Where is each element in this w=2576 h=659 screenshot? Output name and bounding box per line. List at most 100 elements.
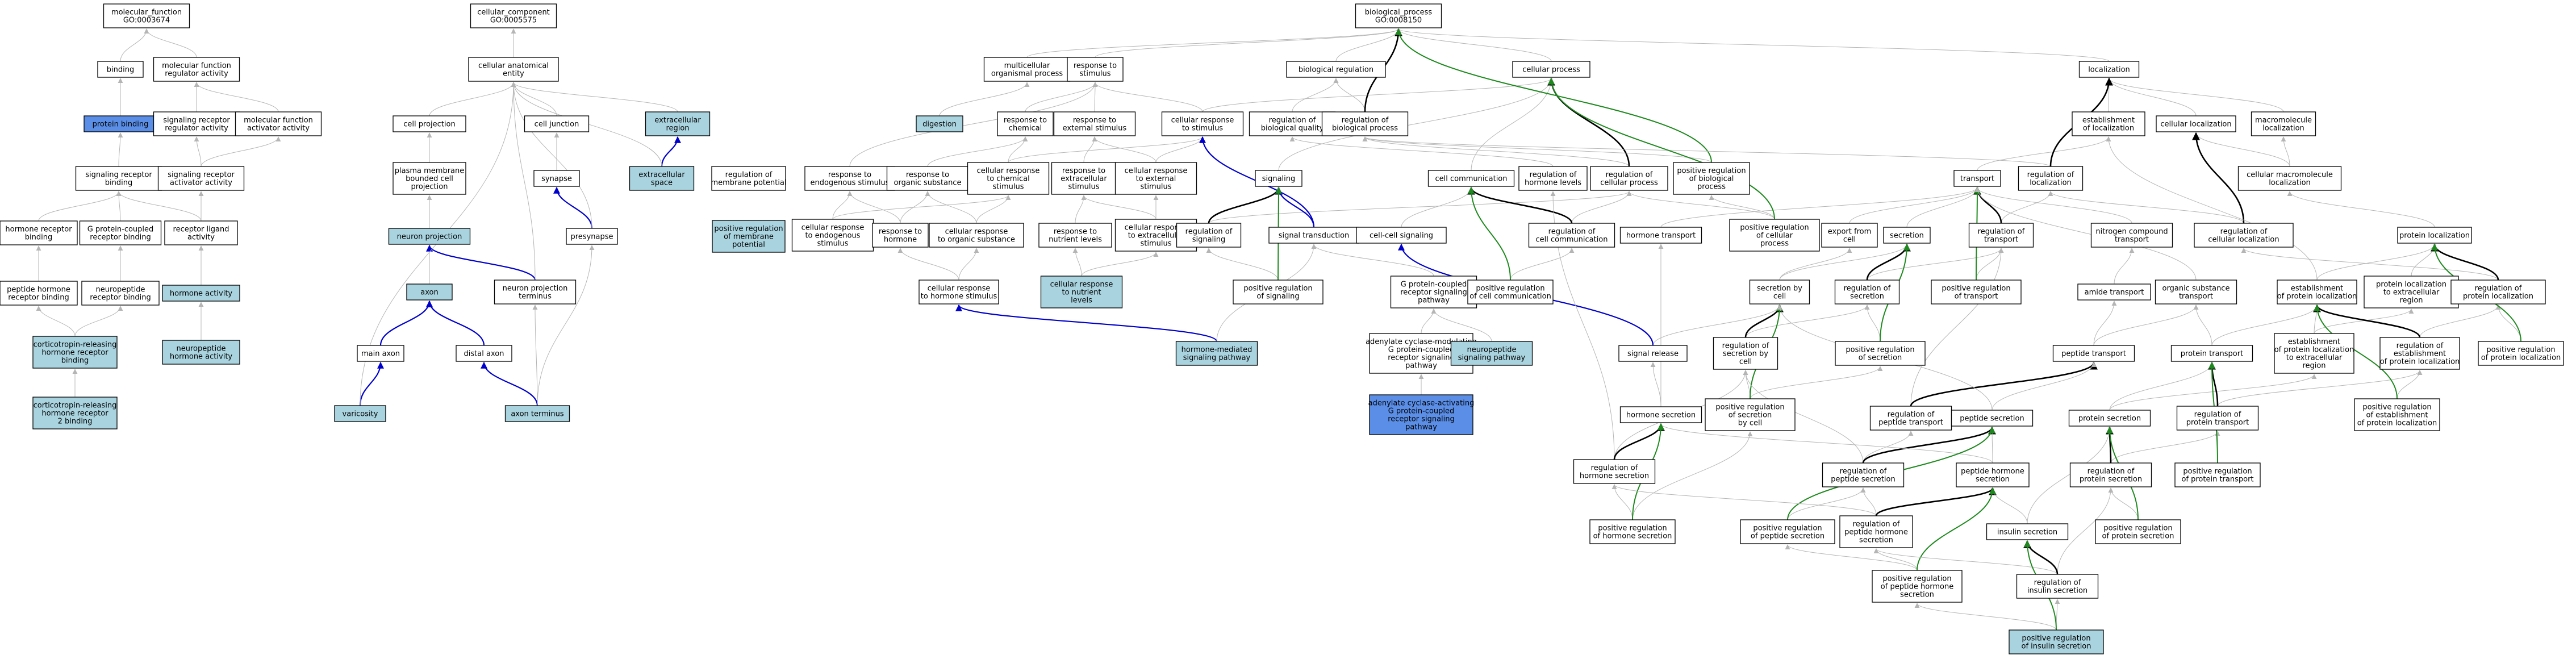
go-term-node[interactable]: hormone secretion bbox=[1619, 406, 1702, 423]
go-term-node[interactable]: localization bbox=[2078, 61, 2140, 78]
go-term-node[interactable]: axon bbox=[406, 283, 453, 301]
go-term-node[interactable]: axon terminus bbox=[504, 405, 570, 422]
go-term-node[interactable]: protein secretion bbox=[2068, 410, 2151, 427]
go-term-node[interactable]: protein binding bbox=[83, 115, 157, 132]
go-term-node[interactable]: hormone activity bbox=[162, 285, 240, 302]
go-term-node[interactable]: secretion bbox=[1883, 227, 1931, 244]
go-term-node[interactable]: cellular process bbox=[1512, 61, 1590, 78]
go-term-node[interactable]: peptide transport bbox=[2052, 345, 2135, 362]
go-term-node[interactable]: cell communication bbox=[1427, 170, 1515, 187]
go-term-node[interactable]: varicosity bbox=[334, 405, 386, 422]
go-term-node[interactable]: signal release bbox=[1618, 345, 1688, 362]
go-term-node[interactable]: protein localization bbox=[2397, 227, 2472, 244]
go-term-node[interactable]: insulin secretion bbox=[1986, 523, 2069, 540]
go-term-node[interactable]: digestion bbox=[916, 115, 963, 132]
go-term-node[interactable]: amide transport bbox=[2077, 283, 2151, 301]
go-term-node[interactable]: cell junction bbox=[524, 115, 590, 132]
go-term-node[interactable]: cell projection bbox=[393, 115, 466, 132]
go-term-node[interactable]: neuron projection bbox=[388, 228, 471, 245]
go-term-node[interactable]: transport bbox=[1953, 170, 2001, 187]
go-term-node[interactable]: signal transduction bbox=[1268, 227, 1359, 244]
go-term-node[interactable]: cell-cell signaling bbox=[1356, 227, 1447, 244]
go-term-node[interactable]: distal axon bbox=[456, 345, 512, 362]
go-term-node[interactable]: binding bbox=[97, 61, 144, 78]
go-term-node[interactable]: synapse bbox=[533, 170, 580, 187]
go-term-node[interactable]: peptide secretion bbox=[1951, 410, 2034, 427]
go-term-node[interactable]: signaling bbox=[1255, 170, 1302, 187]
go-term-node[interactable]: protein transport bbox=[2170, 345, 2253, 362]
